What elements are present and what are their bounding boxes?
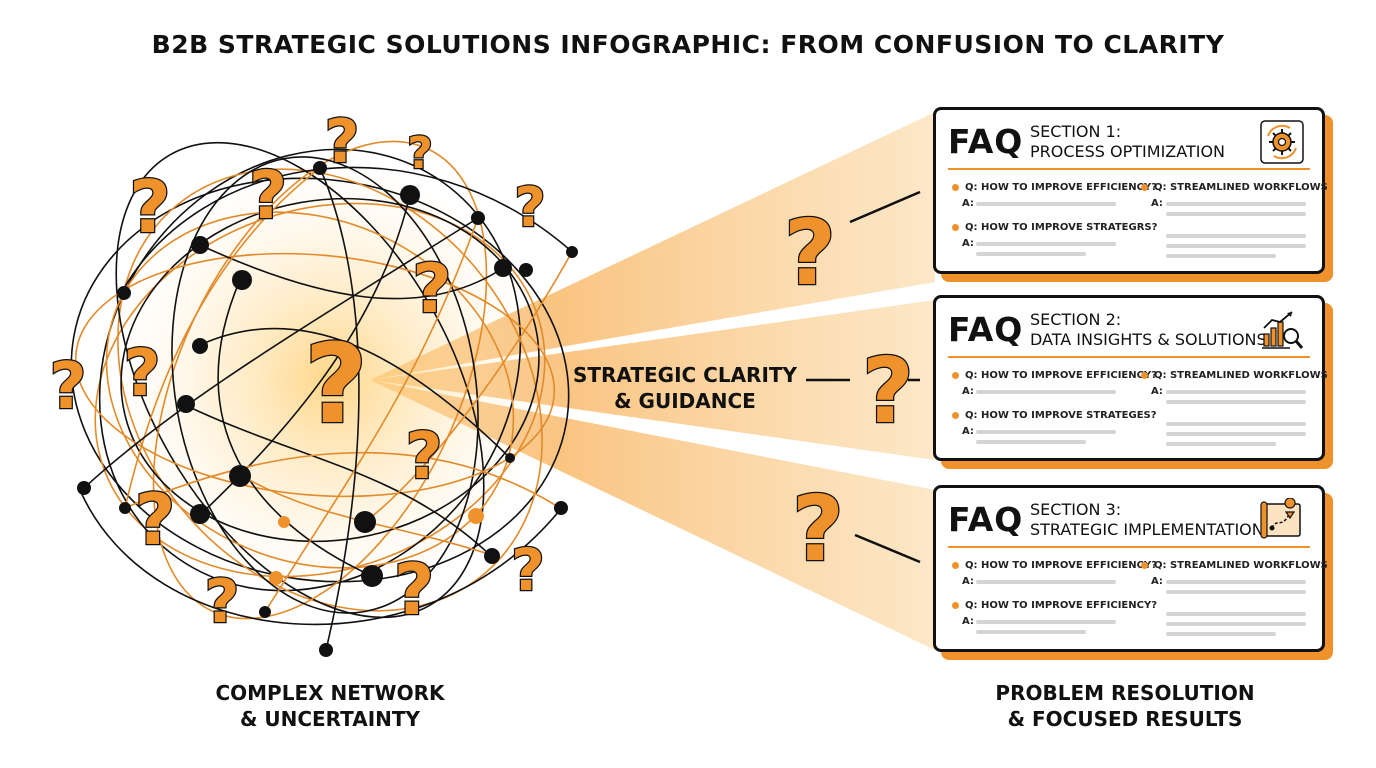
answer-label: A: [1151, 386, 1163, 397]
card-3-header: FAQ SECTION 3: STRATEGIC IMPLEMENTATION [948, 496, 1310, 548]
roadmap-icon [1260, 498, 1301, 539]
faq-card-3: FAQ SECTION 3: STRATEGIC IMPLEMENTATION … [933, 485, 1328, 652]
page-title: B2B STRATEGIC SOLUTIONS INFOGRAPHIC: FRO… [151, 30, 1225, 59]
answer-placeholder [976, 202, 1116, 206]
svg-text:?: ? [304, 320, 368, 448]
answer-placeholder [1166, 432, 1306, 436]
card-2-header: FAQ SECTION 2: DATA INSIGHTS & SOLUTIONS [948, 306, 1310, 358]
answer-label: A: [1151, 576, 1163, 587]
clarity-label: STRATEGIC CLARITY & GUIDANCE [560, 362, 810, 414]
answer-placeholder [976, 242, 1116, 246]
section-number: SECTION 2: [1030, 310, 1122, 329]
answer-placeholder [1166, 442, 1276, 446]
svg-text:?: ? [49, 350, 86, 424]
question-marks: ? ? ? ? ? ? ? ? ? ? ? ? ? ? ? ? ? [48, 106, 915, 639]
faq-question: Q: STREAMLINED WORKFLOWS [1141, 182, 1328, 193]
section-name: DATA INSIGHTS & SOLUTIONS [1030, 330, 1267, 349]
answer-placeholder [976, 580, 1116, 584]
answer-placeholder [976, 630, 1086, 634]
answer-placeholder [1166, 422, 1306, 426]
chart-magnifier-icon [1262, 311, 1304, 349]
answer-placeholder [976, 620, 1116, 624]
right-caption: PROBLEM RESOLUTION & FOCUSED RESULTS [980, 680, 1270, 732]
svg-text:?: ? [205, 567, 240, 637]
answer-label: A: [962, 616, 974, 627]
left-caption-line2: & UNCERTAINTY [239, 707, 421, 731]
svg-text:?: ? [249, 157, 287, 234]
svg-text:?: ? [135, 479, 176, 561]
gear-cycle-icon [1260, 120, 1304, 164]
svg-text:?: ? [405, 420, 442, 494]
answer-label: A: [962, 426, 974, 437]
answer-placeholder [1166, 254, 1276, 258]
answer-label: A: [962, 386, 974, 397]
answer-placeholder [1166, 632, 1276, 636]
svg-text:?: ? [784, 201, 836, 306]
svg-text:?: ? [511, 536, 545, 604]
faq-question: Q: HOW TO IMPROVE EFFICIENCY? [952, 560, 1157, 571]
answer-placeholder [1166, 234, 1306, 238]
svg-text:?: ? [514, 176, 545, 239]
answer-placeholder [976, 390, 1116, 394]
faq-question: Q: HOW TO IMPROVE EFFICIENCY? [952, 370, 1157, 381]
faq-question: Q: HOW TO IMPROVE STRATEGES? [952, 410, 1157, 421]
answer-placeholder [1166, 212, 1306, 216]
answer-placeholder [976, 252, 1086, 256]
answer-placeholder [1166, 202, 1306, 206]
answer-label: A: [962, 238, 974, 249]
section-title: SECTION 1: PROCESS OPTIMIZATION [1030, 122, 1225, 162]
network-orange-nodes [269, 508, 484, 585]
answer-placeholder [1166, 622, 1306, 626]
right-caption-line2: & FOCUSED RESULTS [1007, 707, 1243, 731]
connector-lines [806, 190, 921, 564]
section-name: PROCESS OPTIMIZATION [1030, 142, 1226, 161]
faq-label: FAQ [948, 122, 1024, 161]
clarity-beam-2 [370, 300, 935, 460]
clarity-label-line1: STRATEGIC CLARITY [572, 363, 798, 387]
left-caption: COMPLEX NETWORK & UNCERTAINTY [190, 680, 470, 732]
faq-label: FAQ [948, 310, 1024, 349]
answer-placeholder [976, 430, 1116, 434]
svg-text:?: ? [412, 250, 451, 329]
section-number: SECTION 3: [1030, 500, 1122, 519]
faq-label: FAQ [948, 500, 1024, 539]
network-nodes [77, 161, 578, 657]
svg-text:?: ? [325, 107, 360, 177]
section-title: SECTION 3: STRATEGIC IMPLEMENTATION [1030, 500, 1264, 540]
left-caption-line1: COMPLEX NETWORK [215, 681, 445, 705]
answer-label: A: [962, 198, 974, 209]
section-name: STRATEGIC IMPLEMENTATION [1030, 520, 1264, 539]
svg-text:?: ? [792, 477, 844, 582]
right-caption-line1: PROBLEM RESOLUTION [995, 681, 1255, 705]
answer-placeholder [976, 440, 1086, 444]
faq-question: Q: STREAMLINED WORKFLOWS [1141, 560, 1328, 571]
faq-card-1: FAQ SECTION 1: PROCESS OPTIMIZATION Q: H… [933, 107, 1328, 274]
answer-label: A: [962, 576, 974, 587]
answer-placeholder [1166, 612, 1306, 616]
section-title: SECTION 2: DATA INSIGHTS & SOLUTIONS [1030, 310, 1267, 350]
tangled-network [70, 140, 573, 651]
faq-question: Q: STREAMLINED WORKFLOWS [1141, 370, 1328, 381]
svg-text:?: ? [129, 165, 171, 249]
faq-question: Q: HOW TO IMPROVE EFFICIENCY? [952, 182, 1157, 193]
svg-text:?: ? [407, 128, 433, 179]
svg-text:?: ? [123, 337, 160, 411]
card-1-header: FAQ SECTION 1: PROCESS OPTIMIZATION [948, 118, 1310, 170]
answer-placeholder [1166, 390, 1306, 394]
answer-placeholder [1166, 590, 1306, 594]
svg-text:?: ? [862, 339, 914, 444]
answer-placeholder [1166, 400, 1306, 404]
faq-question: Q: HOW TO IMPROVE STRATEGRS? [952, 222, 1157, 233]
svg-text:?: ? [394, 549, 435, 631]
faq-question: Q: HOW TO IMPROVE EFFICIENCY? [952, 600, 1157, 611]
answer-label: A: [1151, 198, 1163, 209]
answer-placeholder [1166, 244, 1306, 248]
clarity-label-line2: & GUIDANCE [614, 389, 756, 413]
faq-card-2: FAQ SECTION 2: DATA INSIGHTS & SOLUTIONS… [933, 295, 1328, 461]
answer-placeholder [1166, 580, 1306, 584]
section-number: SECTION 1: [1030, 122, 1122, 141]
